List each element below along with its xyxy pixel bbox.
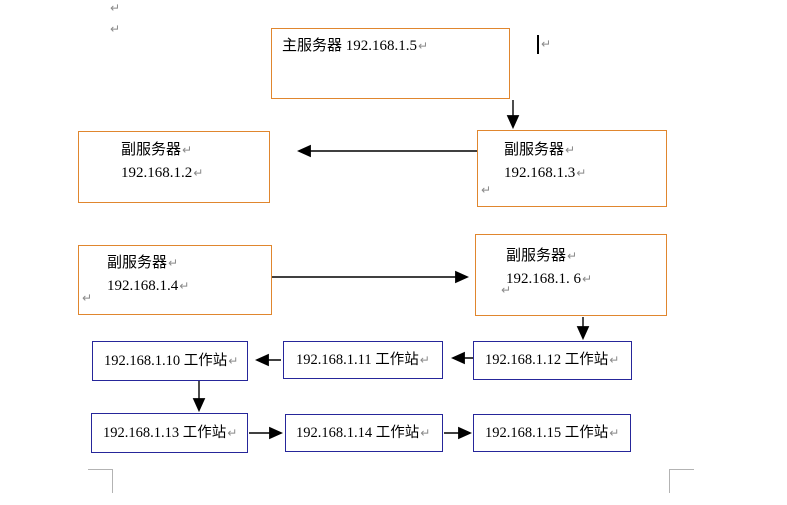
sub-server-6-title: 副服务器↵ [506,248,578,264]
node-workstation-11[interactable]: 192.168.1.11 工作站↵ [283,341,443,379]
node-workstation-13[interactable]: 192.168.1.13 工作站↵ [91,413,248,453]
main-server-label: 主服务器 192.168.1.5 [282,38,418,54]
sub-server-3-title: 副服务器↵ [504,142,576,158]
workstation-13-label: 192.168.1.13 工作站 [103,424,227,441]
paragraph-mark-icon: ↵ [541,37,552,51]
node-sub-server-4[interactable]: 副服务器↵ 192.168.1.4↵ [78,245,272,315]
node-sub-server-6[interactable]: 副服务器↵ 192.168.1. 6↵ [475,234,667,316]
text-cursor [537,35,539,54]
sub-server-6-ip: 192.168.1. 6↵ [506,271,593,287]
sub-server-4-title: 副服务器↵ [107,255,179,271]
paragraph-mark-icon: ↵ [110,22,121,36]
node-workstation-15[interactable]: 192.168.1.15 工作站↵ [473,414,631,452]
node-workstation-10[interactable]: 192.168.1.10 工作站↵ [92,341,248,381]
paragraph-mark-icon: ↵ [193,166,204,180]
paragraph-mark-icon: ↵ [501,283,512,297]
node-sub-server-3[interactable]: 副服务器↵ 192.168.1.3↵ [477,130,667,207]
workstation-10-label: 192.168.1.10 工作站 [104,352,228,369]
paragraph-mark-icon: ↵ [110,1,121,15]
paragraph-mark-icon: ↵ [565,143,576,157]
paragraph-mark-icon: ↵ [567,249,578,263]
paragraph-mark-icon: ↵ [419,352,430,367]
sub-server-2-ip: 192.168.1.2↵ [121,165,204,181]
paragraph-mark-icon: ↵ [576,166,587,180]
workstation-12-label: 192.168.1.12 工作站 [485,352,609,368]
node-main-server[interactable]: 主服务器 192.168.1.5↵ [271,28,510,99]
sub-server-3-ip: 192.168.1.3↵ [504,165,587,181]
workstation-11-label: 192.168.1.11 工作站 [296,351,419,368]
paragraph-mark-icon: ↵ [582,272,593,286]
paragraph-mark-icon: ↵ [82,291,93,305]
workstation-15-label: 192.168.1.15 工作站 [485,424,609,441]
paragraph-mark-icon: ↵ [168,256,179,270]
node-sub-server-2[interactable]: 副服务器↵ 192.168.1.2↵ [78,131,270,203]
paragraph-mark-icon: ↵ [609,353,620,367]
margin-corner-mark-bottom-right [669,469,694,493]
paragraph-mark-icon: ↵ [179,279,190,293]
paragraph-mark-icon: ↵ [420,425,431,440]
paragraph-mark-icon: ↵ [481,183,492,197]
paragraph-mark-icon: ↵ [227,425,238,440]
paragraph-mark-icon: ↵ [609,425,620,440]
sub-server-2-title: 副服务器↵ [121,142,193,158]
workstation-14-label: 192.168.1.14 工作站 [296,424,420,441]
node-workstation-12[interactable]: 192.168.1.12 工作站↵ [473,341,632,380]
paragraph-mark-icon: ↵ [418,39,429,53]
sub-server-4-ip: 192.168.1.4↵ [107,278,190,294]
paragraph-mark-icon: ↵ [228,353,239,368]
paragraph-mark-icon: ↵ [182,143,193,157]
node-workstation-14[interactable]: 192.168.1.14 工作站↵ [285,414,443,452]
margin-corner-mark-bottom-left [88,469,113,493]
